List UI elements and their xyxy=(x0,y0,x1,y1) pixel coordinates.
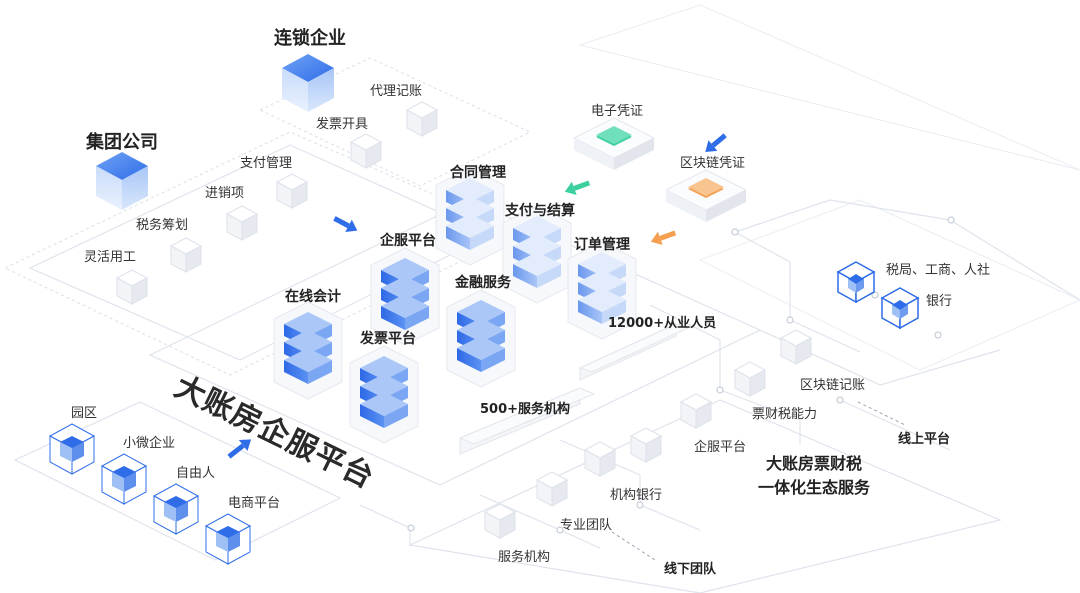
small-cube-icon xyxy=(405,101,439,137)
online-accounting-label: 在线会计 xyxy=(285,289,341,305)
flexible-employment-label: 灵活用工 xyxy=(84,250,137,265)
small-cube-icon xyxy=(535,471,569,507)
online-platform-label: 线上平台 xyxy=(898,432,951,447)
small-cube-icon xyxy=(169,237,203,273)
client-cube-icon xyxy=(48,423,96,475)
contract-management-label: 合同管理 xyxy=(450,165,506,181)
client-cube-icon xyxy=(204,513,252,565)
professional-team-label: 专业团队 xyxy=(560,518,613,533)
connector-dots xyxy=(407,216,955,534)
tax-capability-label: 票财税能力 xyxy=(752,407,818,422)
client-freelancer-label: 自由人 xyxy=(176,466,216,481)
small-cube-icon xyxy=(275,173,309,209)
enterprise-platform-label: 企服平台 xyxy=(380,233,436,249)
staff-slab xyxy=(578,323,690,381)
server-stack-icon xyxy=(446,289,516,388)
server-stack-icon xyxy=(370,247,440,346)
small-cube-icon xyxy=(349,133,383,169)
institution-bank-label: 机构银行 xyxy=(610,488,663,503)
chain-cube-icon xyxy=(282,54,334,112)
service-small-cubes xyxy=(115,101,813,539)
small-cube-icon xyxy=(583,441,617,477)
small-cube-icon xyxy=(225,205,259,241)
bank-cube-icon xyxy=(880,287,920,330)
ecosystem-line2: 一体化生态服务 xyxy=(758,478,871,497)
leader-lines xyxy=(611,401,906,561)
payment-management-label: 支付管理 xyxy=(240,156,293,171)
payment-settlement-label: 支付与结算 xyxy=(505,203,575,219)
tax-bureau-cube-icon xyxy=(836,261,876,304)
offline-team-label: 线下团队 xyxy=(664,562,717,577)
electronic-voucher-icon xyxy=(572,117,656,170)
platform-server-stacks xyxy=(273,167,637,444)
electronic-voucher-label: 电子凭证 xyxy=(591,104,644,119)
client-cubes xyxy=(48,423,252,565)
small-cube-icon xyxy=(483,503,517,539)
invoice-platform-label: 发票平台 xyxy=(360,331,416,347)
institutions-count-label: 500+服务机构 xyxy=(480,402,571,417)
client-ecommerce-label: 电商平台 xyxy=(228,496,281,511)
invoice-issuing-label: 发票开具 xyxy=(316,117,369,132)
service-institution-label: 服务机构 xyxy=(498,550,551,565)
government-label: 税局、工商、人社 xyxy=(886,263,991,278)
small-cube-icon xyxy=(115,269,149,305)
agent-bookkeeping-label: 代理记账 xyxy=(370,84,423,99)
blockchain-voucher-icon xyxy=(664,169,748,222)
small-cube-icon xyxy=(779,329,813,365)
chain-enterprise-label: 连锁企业 xyxy=(274,28,346,49)
financial-services-label: 金融服务 xyxy=(455,275,511,291)
bank-label: 银行 xyxy=(926,294,953,309)
client-smb-label: 小微企业 xyxy=(123,436,176,451)
online-enterprise-platform-label: 企服平台 xyxy=(694,440,747,455)
client-park-label: 园区 xyxy=(71,406,98,421)
server-stack-icon xyxy=(349,345,419,444)
tax-planning-label: 税务筹划 xyxy=(136,218,189,233)
ecosystem-line1: 大账房票财税 xyxy=(766,454,863,473)
small-cube-icon xyxy=(733,361,767,397)
institutions-slab xyxy=(458,387,596,455)
input-output-tax-label: 进销项 xyxy=(205,186,245,201)
small-cube-icon xyxy=(629,427,663,463)
small-cube-icon xyxy=(679,393,713,429)
client-cube-icon xyxy=(100,453,148,505)
server-stack-icon xyxy=(273,301,343,400)
server-stack-icon xyxy=(502,205,572,304)
order-management-label: 订单管理 xyxy=(574,237,630,253)
client-cube-icon xyxy=(152,483,200,535)
server-stack-icon xyxy=(435,167,505,266)
staff-count-label: 12000+从业人员 xyxy=(608,316,717,331)
group-cube-icon xyxy=(96,152,148,210)
blockchain-bookkeeping-label: 区块链记账 xyxy=(800,378,866,393)
group-company-label: 集团公司 xyxy=(86,132,158,153)
server-stack-icon xyxy=(567,241,637,340)
blockchain-voucher-label: 区块链凭证 xyxy=(680,156,746,171)
flow-arrows xyxy=(227,133,727,459)
